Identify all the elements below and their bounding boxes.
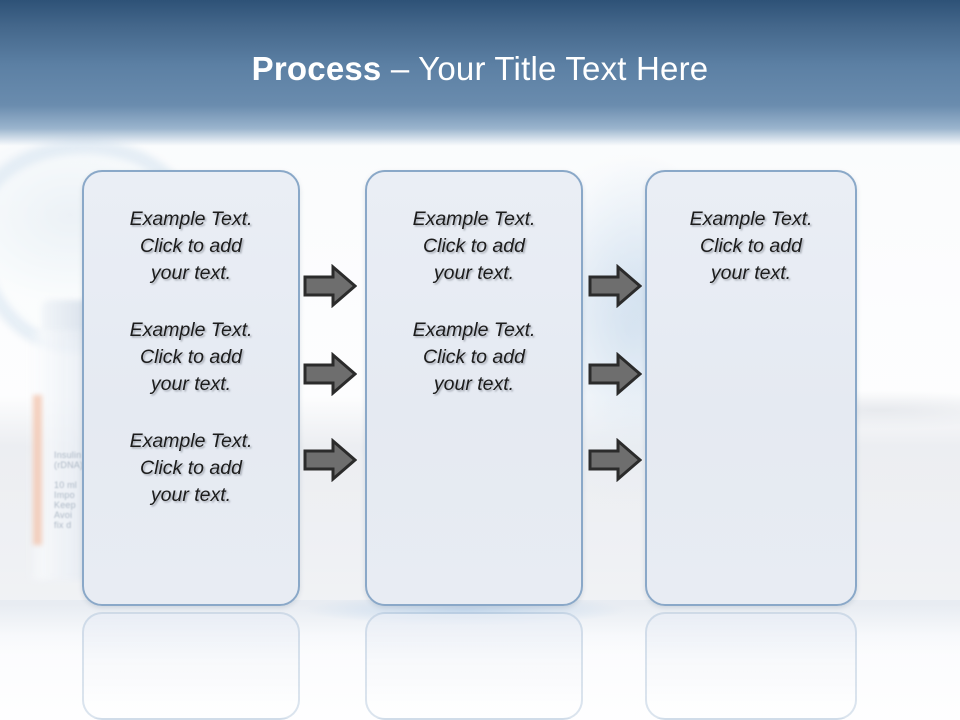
process-box-1[interactable]: Example Text. Click to add your text. Ex… <box>82 170 300 606</box>
process-box-2-text-2[interactable]: Example Text. Click to add your text. <box>412 319 536 395</box>
right-block-arrow-icon-a2[interactable] <box>303 352 357 396</box>
page-title: Process – Your Title Text Here <box>0 48 960 90</box>
right-block-arrow-icon-b1[interactable] <box>588 264 642 308</box>
process-box-3-text-1[interactable]: Example Text. Click to add your text. <box>689 208 813 284</box>
page-title-strong: Process <box>251 50 382 87</box>
page-title-rest: – Your Title Text Here <box>381 50 709 87</box>
right-block-arrow-icon-b2[interactable] <box>588 352 642 396</box>
right-block-arrow-icon-b3[interactable] <box>588 438 642 482</box>
process-box-1-text-3[interactable]: Example Text. Click to add your text. <box>129 430 253 506</box>
right-block-arrow-icon-a3[interactable] <box>303 438 357 482</box>
process-box-1-text-2[interactable]: Example Text. Click to add your text. <box>129 319 253 395</box>
process-box-3[interactable]: Example Text. Click to add your text. <box>645 170 857 606</box>
process-box-2[interactable]: Example Text. Click to add your text. Ex… <box>365 170 583 606</box>
title-banner <box>0 0 960 146</box>
process-box-2-text-1[interactable]: Example Text. Click to add your text. <box>412 208 536 284</box>
background-vial-label: Insulin (rDNA) 10 ml Impo Keep Avoi fix … <box>54 450 84 530</box>
process-box-1-text-1[interactable]: Example Text. Click to add your text. <box>129 208 253 284</box>
right-block-arrow-icon-a1[interactable] <box>303 264 357 308</box>
background-vial-stripe <box>33 395 42 545</box>
